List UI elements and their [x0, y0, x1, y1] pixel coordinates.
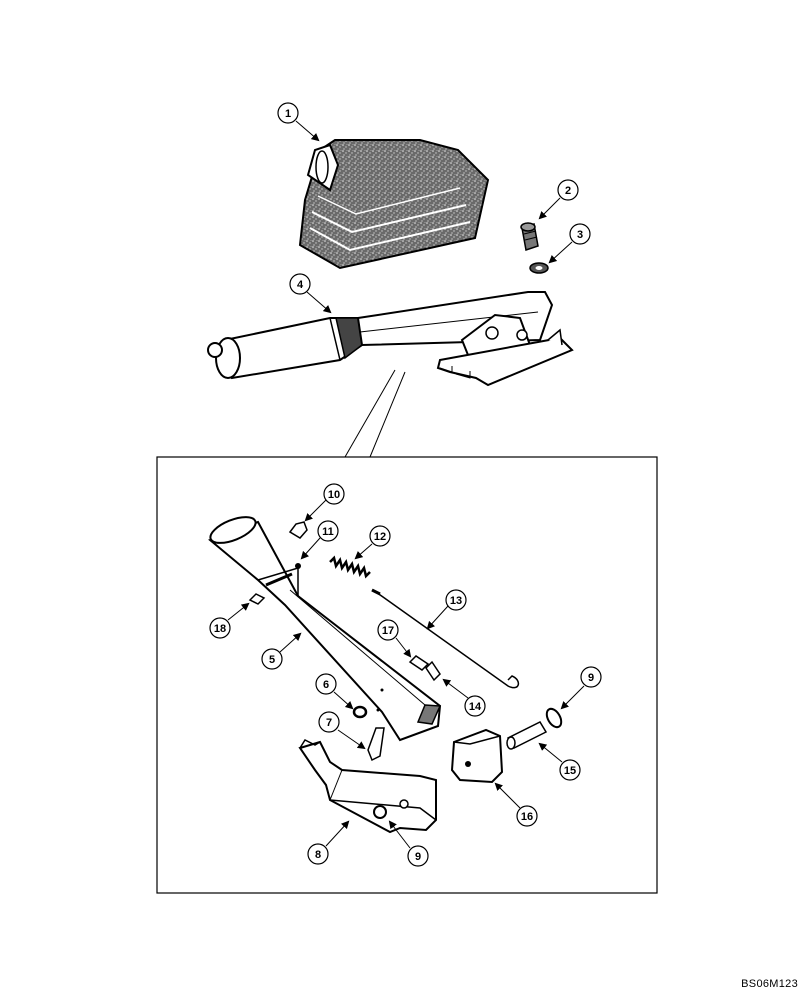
callout-label: 8: [315, 849, 321, 861]
lever-tube-part-5: [208, 516, 442, 742]
cap-part-10: [288, 521, 308, 539]
callout-label: 7: [326, 717, 332, 729]
handbrake-lever-assembly-part-4: [207, 291, 574, 387]
callout-10: 10: [304, 483, 345, 522]
callout-label: 17: [382, 625, 394, 637]
callout-label: 14: [469, 701, 482, 713]
callout-label: 4: [297, 279, 304, 291]
callout-label: 6: [323, 679, 329, 691]
callout-label: 3: [577, 229, 583, 241]
pin-part-15: [506, 721, 548, 750]
callout-label: 9: [415, 851, 421, 863]
callout-label: 15: [564, 765, 576, 777]
callout-12: 12: [354, 525, 391, 560]
bolt-part-2: [520, 222, 539, 251]
screw-part-18: [248, 593, 266, 605]
callout-label: 13: [450, 595, 462, 607]
callout-1: 1: [277, 102, 320, 142]
callout-label: 11: [322, 526, 334, 538]
rod-part-13: [371, 588, 520, 689]
spring-part-12: [329, 555, 371, 579]
pin-part-14: [425, 660, 441, 682]
callout-15: 15: [538, 742, 581, 781]
detail-frame: [156, 456, 658, 894]
callout-17: 17: [377, 619, 412, 658]
callout-label: 10: [328, 489, 340, 501]
callout-3: 3: [548, 223, 591, 264]
ball-part-11: [295, 563, 301, 569]
callout-label: 12: [374, 531, 386, 543]
rubber-boot-part-1: [298, 139, 490, 270]
callout-9-upper: 9: [560, 666, 602, 710]
callout-label: 1: [285, 108, 291, 120]
callout-5: 5: [261, 632, 302, 670]
ring-part-9-upper: [545, 707, 563, 729]
washer-part-3: [529, 262, 549, 274]
callout-label: 18: [214, 623, 226, 635]
detail-leader-lines: [344, 369, 406, 458]
callout-8: 8: [307, 820, 350, 865]
callout-6: 6: [315, 673, 354, 710]
callout-13: 13: [426, 589, 467, 630]
drawing-reference-code: BS06M123: [741, 978, 798, 990]
callout-label: 5: [269, 654, 275, 666]
callout-label: 16: [521, 811, 533, 823]
block-part-16: [450, 728, 504, 784]
callout-7: 7: [318, 711, 366, 750]
callout-16: 16: [494, 782, 538, 827]
ratchet-bracket-part-8: [298, 739, 437, 834]
callout-label: 9: [588, 672, 594, 684]
pin-part-17: [408, 655, 430, 671]
callout-18: 18: [209, 602, 250, 639]
callout-11: 11: [300, 520, 339, 560]
pawl-part-7: [367, 727, 385, 762]
callout-14: 14: [442, 678, 486, 717]
callout-2: 2: [538, 179, 579, 220]
callout-9-lower: 9: [388, 820, 429, 867]
callout-4: 4: [289, 273, 332, 314]
ring-part-6: [352, 705, 368, 719]
callout-label: 2: [565, 185, 571, 197]
